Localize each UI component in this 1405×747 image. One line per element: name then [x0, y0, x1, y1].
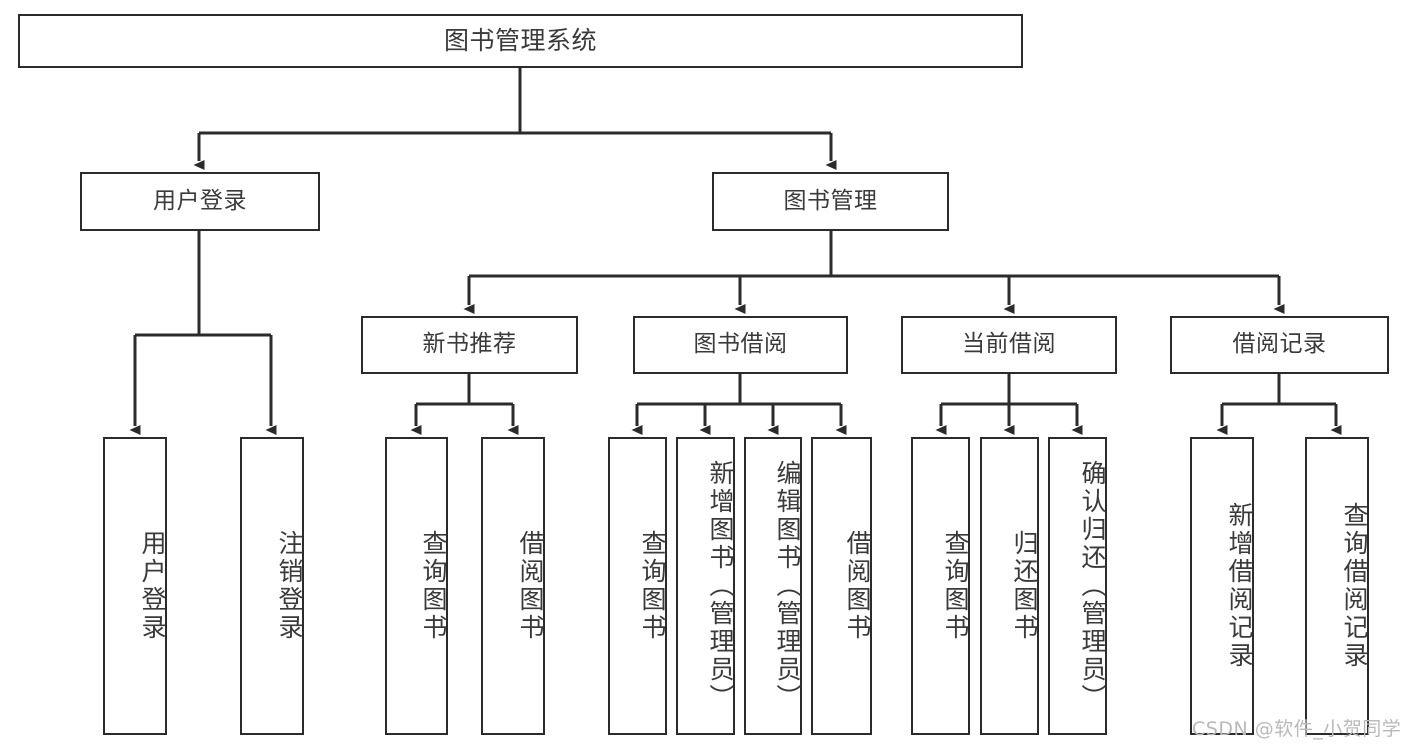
leaf-borrow-record-query[interactable]: 查询借阅记录	[1305, 437, 1369, 735]
leaf-current-borrow-confirm-return[interactable]: 确认归还（管理员）	[1048, 437, 1107, 735]
node-book-borrow[interactable]: 图书借阅	[633, 316, 848, 374]
leaf-current-borrow-return[interactable]: 归还图书	[980, 437, 1039, 735]
node-current-borrow[interactable]: 当前借阅	[901, 316, 1117, 374]
leaf-new-book-borrow[interactable]: 借阅图书	[481, 437, 545, 735]
leaf-current-borrow-query[interactable]: 查询图书	[911, 437, 970, 735]
node-root-system[interactable]: 图书管理系统	[18, 14, 1023, 68]
leaf-user-login-logout[interactable]: 注销登录	[240, 437, 304, 735]
leaf-book-borrow-edit[interactable]: 编辑图书（管理员）	[744, 437, 802, 735]
node-new-book-recommend[interactable]: 新书推荐	[361, 316, 578, 374]
leaf-user-login-login[interactable]: 用户登录	[103, 437, 167, 735]
node-user-login[interactable]: 用户登录	[80, 172, 320, 231]
node-book-management[interactable]: 图书管理	[712, 172, 949, 231]
leaf-borrow-record-add[interactable]: 新增借阅记录	[1190, 437, 1254, 735]
leaf-new-book-query[interactable]: 查询图书	[385, 437, 448, 735]
leaf-book-borrow-borrow[interactable]: 借阅图书	[811, 437, 872, 735]
node-borrow-record[interactable]: 借阅记录	[1170, 316, 1389, 374]
leaf-book-borrow-query[interactable]: 查询图书	[608, 437, 667, 735]
leaf-book-borrow-add[interactable]: 新增图书（管理员）	[676, 437, 735, 735]
csdn-watermark: CSDN @软件_小贺同学	[1192, 718, 1402, 740]
